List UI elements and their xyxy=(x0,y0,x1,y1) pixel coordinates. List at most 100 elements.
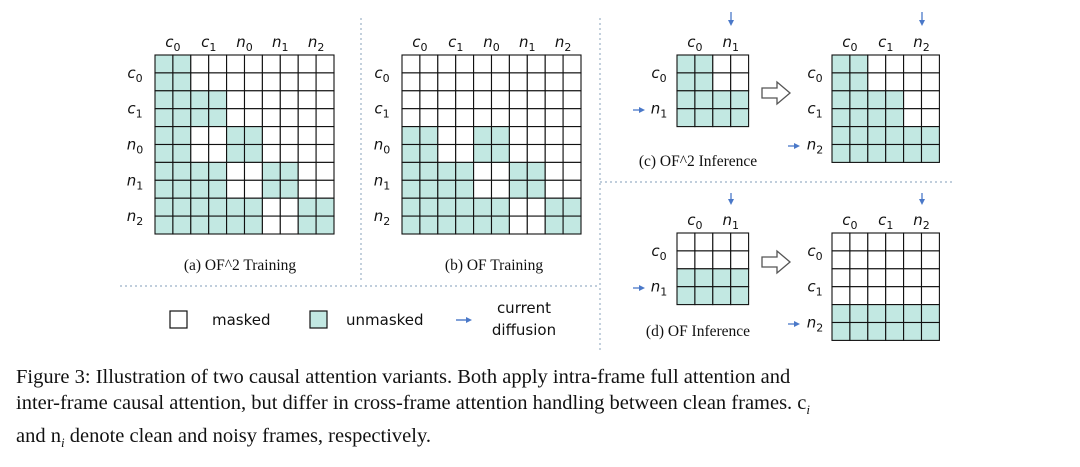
caption-line2-sub: i xyxy=(806,402,811,418)
cell-masked xyxy=(920,90,940,110)
cell-masked xyxy=(544,90,564,110)
a-row-n1: n1 xyxy=(127,171,144,192)
cell-unmasked xyxy=(712,268,732,288)
cell-unmasked xyxy=(676,286,696,306)
cell-unmasked xyxy=(730,90,750,110)
cell-masked xyxy=(315,54,335,74)
cell-masked xyxy=(562,54,582,74)
cell-masked xyxy=(544,179,564,199)
cell-unmasked xyxy=(473,197,493,217)
cell-unmasked xyxy=(154,72,174,92)
cell-masked xyxy=(208,72,228,92)
cell-unmasked xyxy=(226,143,246,163)
cell-unmasked xyxy=(676,72,696,92)
cell-masked xyxy=(831,232,851,252)
figure-caption: Figure 3: Illustration of two causal att… xyxy=(16,364,1068,456)
b-col-c0: c0 xyxy=(412,33,427,54)
cell-masked xyxy=(243,72,263,92)
d-left-col-n1: n1 xyxy=(722,211,739,232)
caption-d: (d) OF Inference xyxy=(646,323,750,340)
cell-unmasked xyxy=(849,54,869,74)
cell-masked xyxy=(562,72,582,92)
cell-unmasked xyxy=(437,179,457,199)
cell-masked xyxy=(903,232,923,252)
cell-unmasked xyxy=(849,304,869,324)
b-row-n1: n1 xyxy=(374,171,391,192)
cell-masked xyxy=(455,126,475,146)
cell-masked xyxy=(526,72,546,92)
cell-unmasked xyxy=(243,143,263,163)
c-right-row-n2: n2 xyxy=(807,136,824,157)
cell-masked xyxy=(849,268,869,288)
cell-unmasked xyxy=(676,90,696,110)
cell-masked xyxy=(437,72,457,92)
cell-unmasked xyxy=(172,215,192,235)
cell-unmasked xyxy=(562,215,582,235)
legend: masked unmasked current diffusion xyxy=(169,299,556,339)
cell-masked xyxy=(562,179,582,199)
cell-unmasked xyxy=(208,90,228,110)
cell-masked xyxy=(490,161,510,181)
cell-masked xyxy=(849,286,869,306)
cell-masked xyxy=(226,72,246,92)
cell-unmasked xyxy=(920,304,940,324)
cell-masked xyxy=(920,54,940,74)
b-row-n0: n0 xyxy=(374,136,391,157)
cell-masked xyxy=(920,108,940,128)
cell-masked xyxy=(920,72,940,92)
cell-masked xyxy=(190,126,210,146)
cell-masked xyxy=(544,54,564,74)
cell-masked xyxy=(279,215,299,235)
cell-masked xyxy=(885,232,905,252)
cell-masked xyxy=(473,72,493,92)
cell-unmasked xyxy=(315,215,335,235)
cell-masked xyxy=(903,250,923,270)
cell-unmasked xyxy=(730,286,750,306)
cell-masked xyxy=(297,108,317,128)
cell-masked xyxy=(712,72,732,92)
cell-unmasked xyxy=(419,215,439,235)
cell-masked xyxy=(544,143,564,163)
cell-unmasked xyxy=(208,161,228,181)
cell-unmasked xyxy=(526,179,546,199)
cell-unmasked xyxy=(849,143,869,163)
cell-unmasked xyxy=(154,143,174,163)
cell-masked xyxy=(297,90,317,110)
cell-unmasked xyxy=(154,108,174,128)
cell-masked xyxy=(243,108,263,128)
cell-masked xyxy=(831,250,851,270)
cell-masked xyxy=(508,215,528,235)
d-left-col-c0: c0 xyxy=(687,211,702,232)
cell-masked xyxy=(226,108,246,128)
caption-line-1: Figure 3: Illustration of two causal att… xyxy=(16,366,791,388)
cell-masked xyxy=(226,179,246,199)
cell-masked xyxy=(243,161,263,181)
cell-unmasked xyxy=(208,108,228,128)
cell-masked xyxy=(526,126,546,146)
cell-unmasked xyxy=(903,304,923,324)
cell-unmasked xyxy=(401,126,421,146)
cell-unmasked xyxy=(867,304,887,324)
cell-unmasked xyxy=(849,90,869,110)
cell-unmasked xyxy=(831,321,851,341)
a-col-n0: n0 xyxy=(236,33,253,54)
cell-masked xyxy=(526,90,546,110)
d-right-row-c1: c1 xyxy=(807,278,822,299)
cell-unmasked xyxy=(154,54,174,74)
cell-masked xyxy=(508,108,528,128)
cell-masked xyxy=(226,90,246,110)
cell-masked xyxy=(261,54,281,74)
cell-masked xyxy=(226,161,246,181)
cell-masked xyxy=(261,72,281,92)
cell-masked xyxy=(490,108,510,128)
cell-unmasked xyxy=(694,108,714,128)
c-right-col-c0: c0 xyxy=(842,33,857,54)
cell-masked xyxy=(279,72,299,92)
cell-unmasked xyxy=(831,126,851,146)
c-right-col-c1: c1 xyxy=(878,33,893,54)
cell-masked xyxy=(508,197,528,217)
cell-unmasked xyxy=(172,54,192,74)
cell-masked xyxy=(208,143,228,163)
cell-masked xyxy=(920,268,940,288)
cell-masked xyxy=(903,90,923,110)
